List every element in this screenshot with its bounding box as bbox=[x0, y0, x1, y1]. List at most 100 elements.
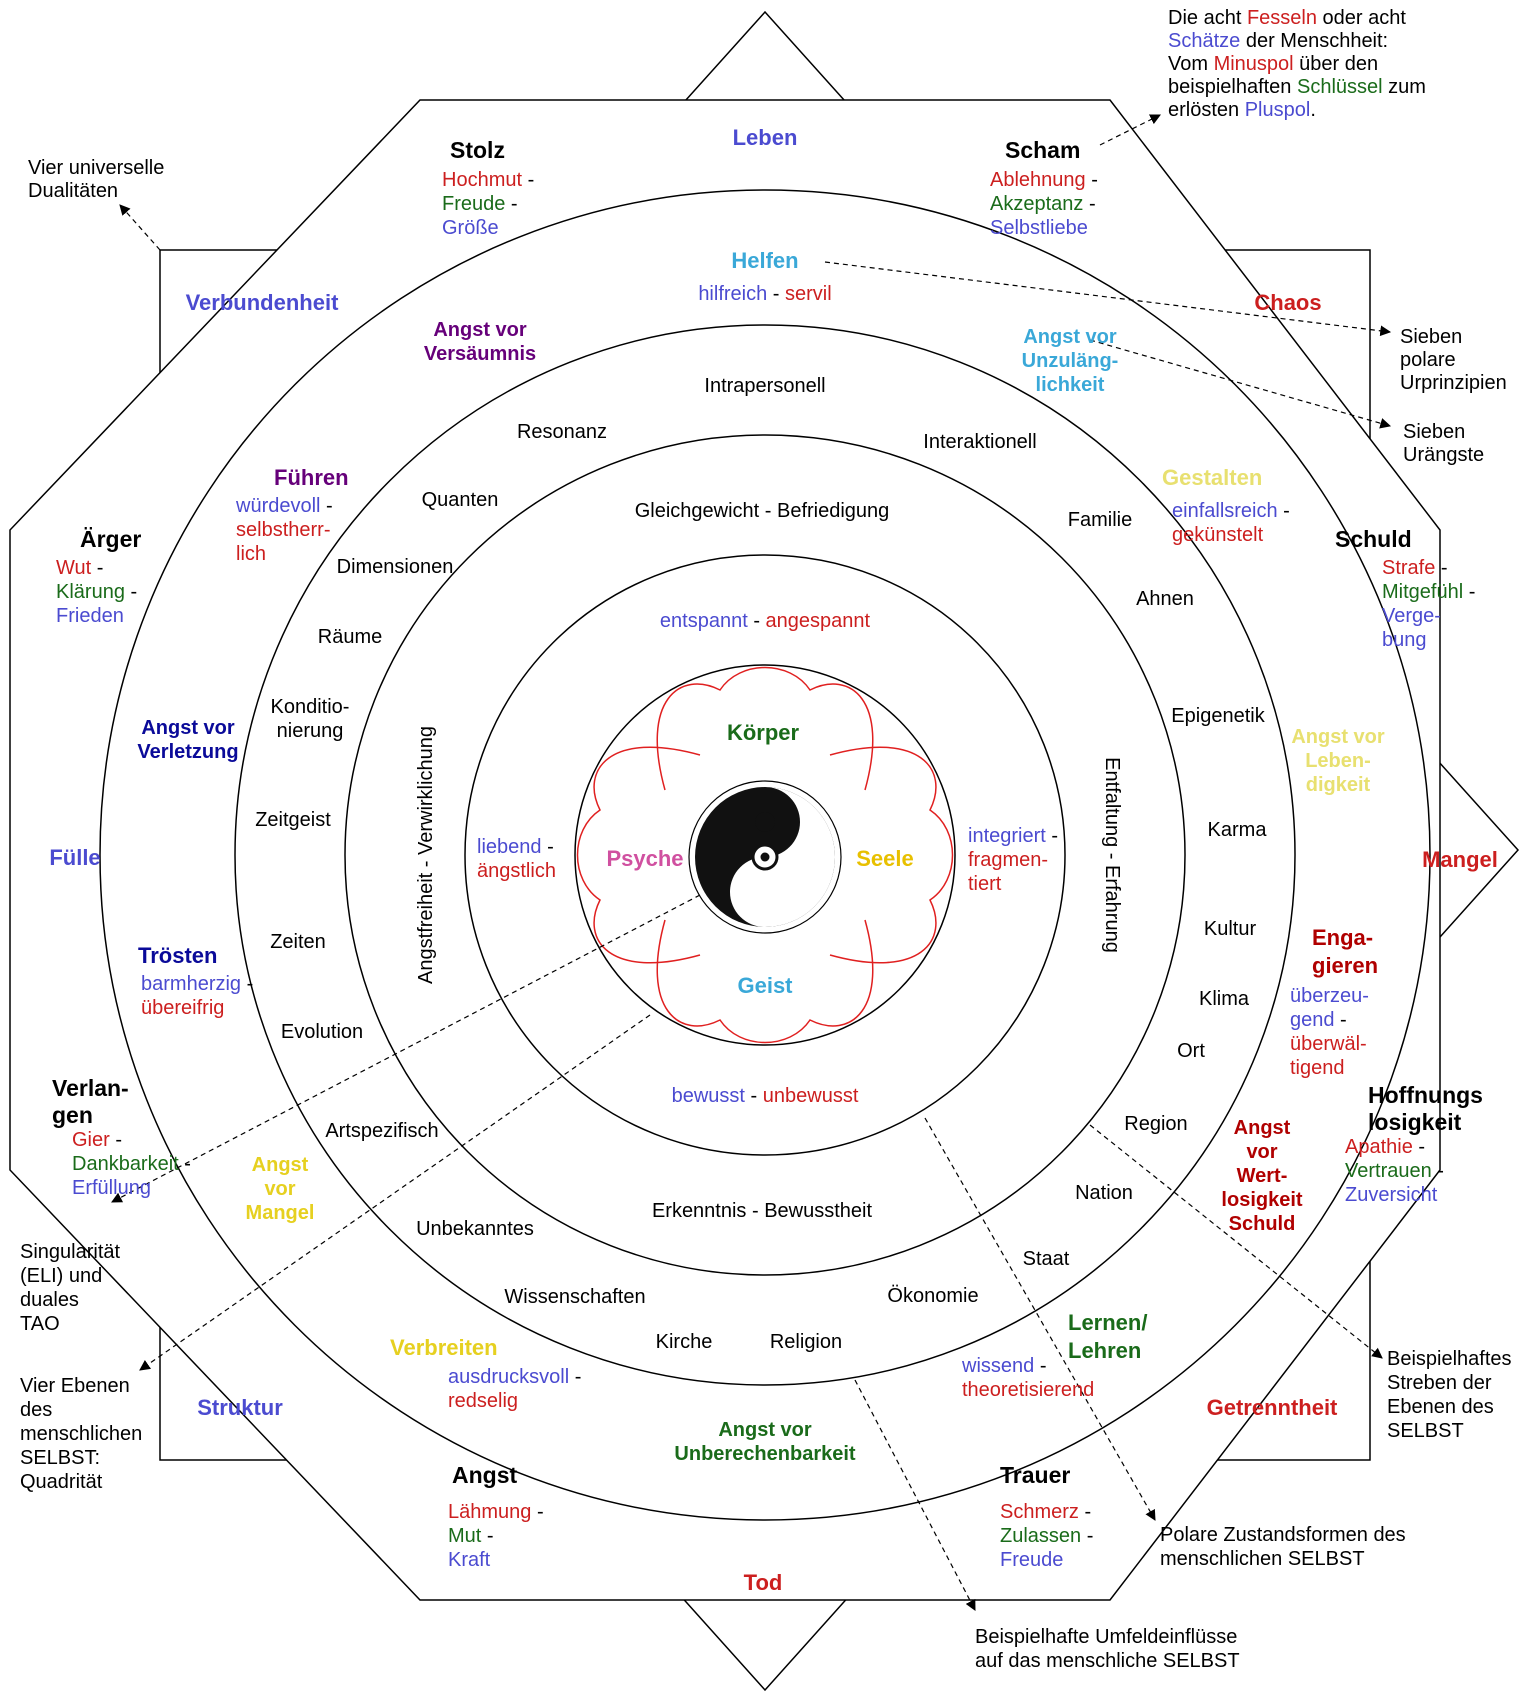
duality-getrenntheit: Getrenntheit bbox=[1207, 1395, 1338, 1420]
env-item-4-line-0: Familie bbox=[1068, 509, 1132, 531]
env-item-24-line-0: Kirche bbox=[656, 1331, 713, 1353]
env-item-18-line-0: Region bbox=[1124, 1113, 1187, 1135]
fear-mangel-line-2: Mangel bbox=[246, 1202, 315, 1224]
fetter-scham-pole-line-2: Selbstliebe bbox=[990, 217, 1088, 239]
fetter-stolz-pole-line-0: Hochmut - bbox=[442, 169, 534, 191]
petal-left bbox=[576, 746, 701, 964]
note-dualitaeten-line-1: Dualitäten bbox=[28, 180, 118, 202]
note-vier-ebenen-line-4: Quadrität bbox=[20, 1471, 103, 1493]
note-umfeld-line-0: Beispielhafte Umfeldeinflüsse bbox=[975, 1626, 1237, 1648]
note-singularitaet-line-0: Singularität bbox=[20, 1241, 121, 1263]
fetter-aerger-pole-line-0: Wut - bbox=[56, 557, 103, 579]
fetter-hoffnung-pole-line-1: Vertrauen - bbox=[1345, 1160, 1444, 1182]
state-left-line-0: liebend - bbox=[477, 836, 554, 858]
env-item-16-line-0: Ort bbox=[1177, 1040, 1205, 1062]
note-uraengste-line-1: Urängste bbox=[1403, 444, 1484, 466]
petal-right bbox=[829, 746, 954, 964]
env-item-13-line-0: Zeiten bbox=[270, 931, 326, 953]
fear-verletzung-line-0: Angst vor bbox=[141, 717, 235, 739]
principle-engagieren-title-line-0: Enga- bbox=[1312, 925, 1373, 950]
env-item-12-line-0: Kultur bbox=[1204, 918, 1257, 940]
principle-engagieren-pole-line-2: überwäl- bbox=[1290, 1033, 1367, 1055]
note-vier-ebenen-line-2: menschlichen bbox=[20, 1423, 142, 1445]
fear-lebendigkeit-line-2: digkeit bbox=[1306, 774, 1371, 796]
fetter-angst-pole-line-1: Mut - bbox=[448, 1525, 494, 1547]
principle-troesten-pole-line-1: übereifrig bbox=[141, 997, 224, 1019]
pointer-uraengste bbox=[1089, 339, 1392, 429]
fetter-angst-pole-line-2: Kraft bbox=[448, 1549, 491, 1571]
fetter-trauer-pole-line-2: Freude bbox=[1000, 1549, 1063, 1571]
fear-wertlosigkeit-line-4: Schuld bbox=[1229, 1213, 1296, 1235]
duality-leben: Leben bbox=[733, 125, 798, 150]
note-singularitaet-line-1: (ELI) und bbox=[20, 1265, 102, 1287]
fetter-hoffnung-title-line-1: losigkeit bbox=[1368, 1109, 1462, 1135]
principle-lernen-title-line-1: Lehren bbox=[1068, 1338, 1141, 1363]
fetter-stolz-pole-line-1: Freude - bbox=[442, 193, 518, 215]
principle-verbreiten-title-line-0: Verbreiten bbox=[390, 1335, 498, 1360]
fear-versaeumnis-line-0: Angst vor bbox=[433, 319, 527, 341]
fear-unberechenbarkeit-line-1: Unberechenbarkeit bbox=[674, 1443, 856, 1465]
fetter-trauer-pole-line-1: Zulassen - bbox=[1000, 1525, 1093, 1547]
fetter-aerger-title-line-0: Ärger bbox=[80, 526, 141, 552]
principle-verbreiten-pole-line-1: redselig bbox=[448, 1390, 518, 1412]
note-dualitaeten-line-0: Vier universelle bbox=[28, 157, 164, 179]
selbst-seele: Seele bbox=[856, 846, 914, 871]
ring-selbst-outer bbox=[574, 664, 956, 1046]
fear-unzulaenglichkeit-line-2: lichkeit bbox=[1036, 374, 1105, 396]
state-bottom: bewusst - unbewusst bbox=[672, 1085, 859, 1107]
selbst-koerper: Körper bbox=[727, 720, 800, 745]
fear-unberechenbarkeit-line-0: Angst vor bbox=[718, 1419, 812, 1441]
fetter-hoffnung-pole-line-0: Apathie - bbox=[1345, 1136, 1425, 1158]
principle-verbreiten-pole-line-0: ausdrucksvoll - bbox=[448, 1366, 581, 1388]
fetter-angst-title-line-0: Angst bbox=[452, 1462, 518, 1488]
principle-helfen-pole-line-0: hilfreich - servil bbox=[698, 283, 831, 305]
fetter-verlangen-pole-line-0: Gier - bbox=[72, 1129, 122, 1151]
env-item-20-line-0: Unbekanntes bbox=[416, 1218, 534, 1240]
principle-lernen-pole-line-1: theoretisierend bbox=[962, 1379, 1094, 1401]
fear-wertlosigkeit-line-2: Wert- bbox=[1237, 1165, 1288, 1187]
note-vier-ebenen-line-3: SELBST: bbox=[20, 1447, 100, 1469]
env-item-8-line-0: Epigenetik bbox=[1171, 705, 1265, 727]
principle-lernen-title-line-0: Lernen/ bbox=[1068, 1310, 1147, 1335]
note-urprinzipien-line-2: Urprinzipien bbox=[1400, 372, 1507, 394]
fetter-verlangen-pole-line-2: Erfüllung bbox=[72, 1177, 151, 1199]
selbst-psyche: Psyche bbox=[606, 846, 683, 871]
ring-states-outer bbox=[464, 554, 1066, 1156]
principle-engagieren-pole-line-1: gend - bbox=[1290, 1009, 1347, 1031]
principle-gestalten-pole-line-0: einfallsreich - bbox=[1172, 500, 1290, 522]
principle-gestalten-title-line-0: Gestalten bbox=[1162, 465, 1262, 490]
pointer-fesseln bbox=[1099, 114, 1161, 146]
yin-yang-icon bbox=[688, 780, 842, 934]
state-left-line-1: ängstlich bbox=[477, 860, 556, 882]
principle-troesten-pole-line-0: barmherzig - bbox=[141, 973, 253, 995]
fetter-scham-pole-line-0: Ablehnung - bbox=[990, 169, 1098, 191]
principle-troesten-title-line-0: Trösten bbox=[138, 943, 217, 968]
fetter-scham-pole-line-1: Akzeptanz - bbox=[990, 193, 1096, 215]
ring-striving-outer bbox=[344, 434, 1186, 1276]
note-fesseln-line-4: erlösten Pluspol. bbox=[1168, 99, 1316, 121]
fear-wertlosigkeit-line-1: vor bbox=[1246, 1141, 1277, 1163]
ring-environment-outer bbox=[234, 324, 1296, 1386]
striving-bottom: Erkenntnis - Bewusstheit bbox=[652, 1200, 873, 1222]
principle-lernen-pole-line-0: wissend - bbox=[961, 1355, 1046, 1377]
pointer-lines bbox=[111, 114, 1392, 1611]
fetter-schuld-pole-line-3: bung bbox=[1382, 629, 1427, 651]
env-item-10-line-0: Karma bbox=[1208, 819, 1268, 841]
note-vier-ebenen-line-1: des bbox=[20, 1399, 52, 1421]
fetter-stolz-pole-line-2: Größe bbox=[442, 217, 499, 239]
selbst-geist: Geist bbox=[737, 973, 793, 998]
fetter-verlangen-title-line-0: Verlan- bbox=[52, 1075, 129, 1101]
note-vier-ebenen-line-0: Vier Ebenen bbox=[20, 1375, 130, 1397]
fetter-verlangen-title-line-1: gen bbox=[52, 1102, 93, 1128]
state-top: entspannt - angespannt bbox=[660, 610, 871, 632]
env-item-23-line-0: Ökonomie bbox=[887, 1285, 978, 1307]
env-item-15-line-0: Evolution bbox=[281, 1021, 363, 1043]
note-fesseln-line-0: Die acht Fesseln oder acht bbox=[1168, 7, 1406, 29]
duality-mangel: Mangel bbox=[1422, 847, 1498, 872]
principle-engagieren-pole-line-3: tigend bbox=[1290, 1057, 1345, 1079]
